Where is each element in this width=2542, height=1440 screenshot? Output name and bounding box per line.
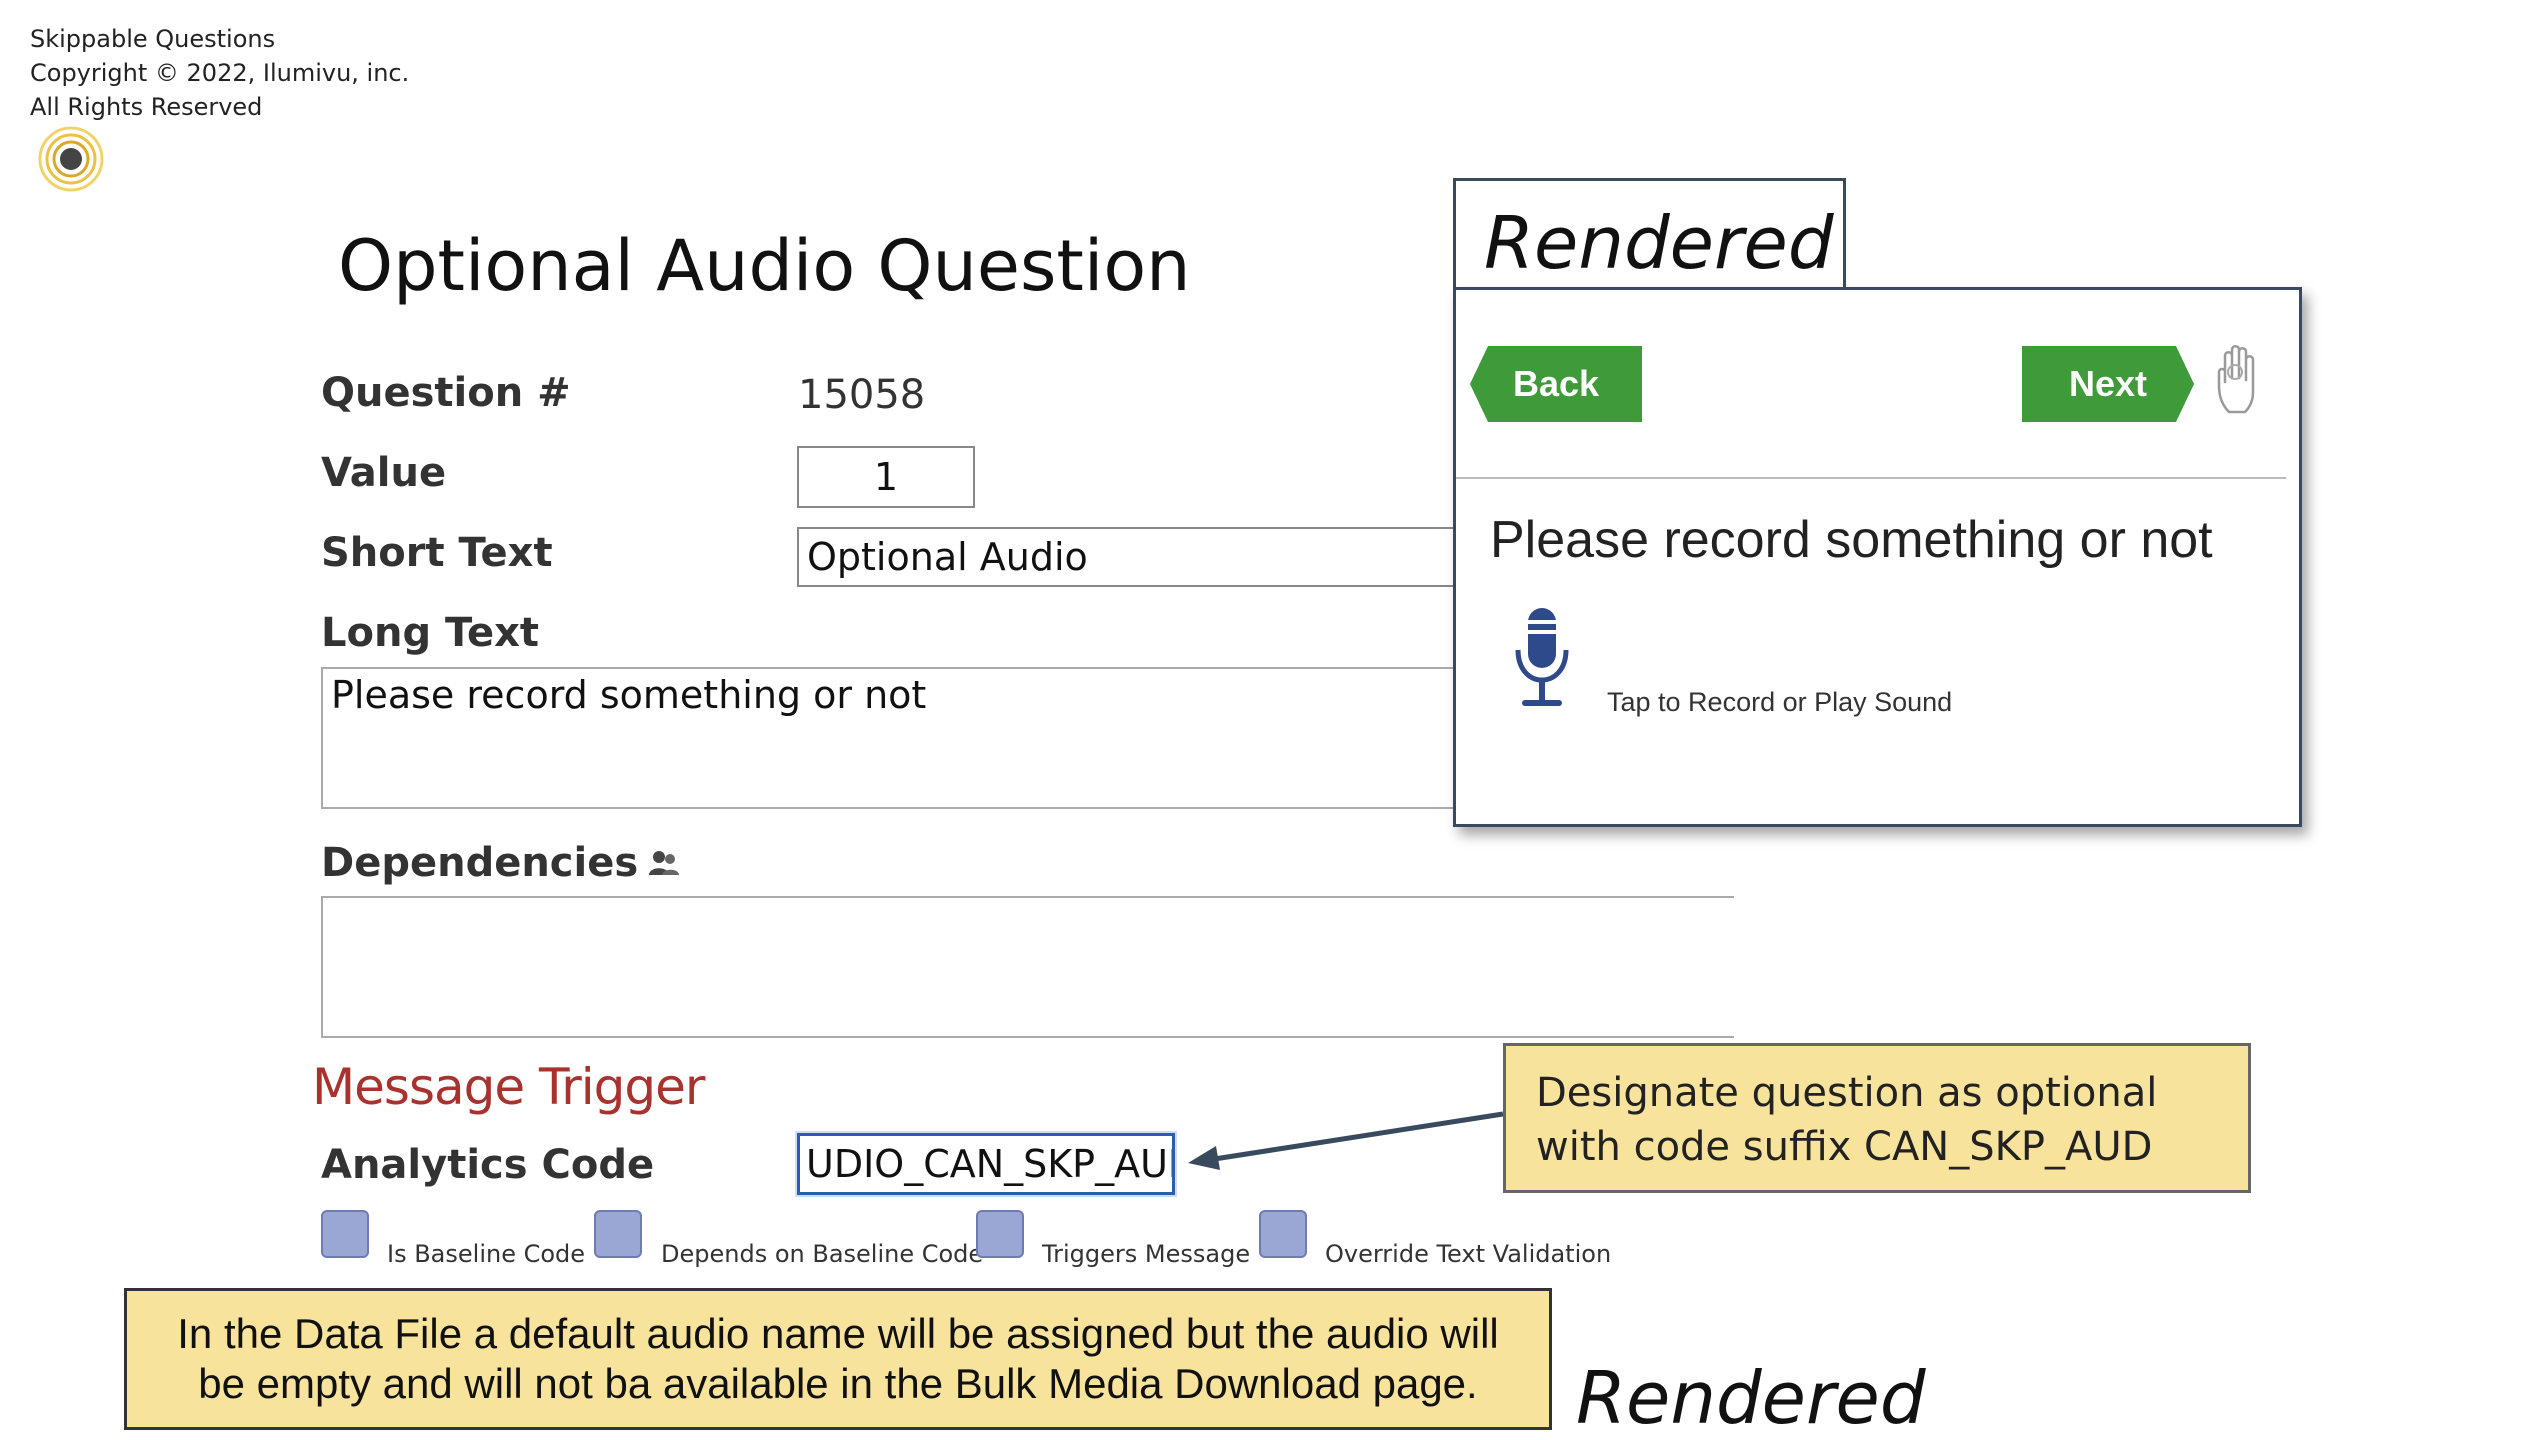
short-text-input[interactable]: Optional Audio	[797, 527, 1457, 587]
ilumivu-logo-icon	[38, 126, 104, 192]
analytics-code-label: Analytics Code	[321, 1142, 655, 1188]
data-file-note-line: In the Data File a default audio name wi…	[177, 1310, 1499, 1357]
checkbox-is-baseline-code[interactable]	[321, 1210, 369, 1258]
dependencies-header: Dependencies	[321, 840, 680, 886]
hand-icon[interactable]	[2213, 342, 2265, 418]
dependencies-textarea[interactable]	[321, 896, 1734, 1038]
question-number-value: 15058	[798, 372, 926, 418]
suffix-note-line: with code suffix CAN_SKP_AUD	[1536, 1124, 2153, 1170]
long-text-label: Long Text	[321, 610, 540, 656]
preview-hint-text: Tap to Record or Play Sound	[1607, 687, 1953, 717]
checkbox-override-text-validation[interactable]	[1259, 1210, 1307, 1258]
callout-arrow	[1188, 1111, 1504, 1170]
data-file-note-line: be empty and will not ba available in th…	[198, 1360, 1478, 1407]
checkbox-label: Is Baseline Code	[387, 1240, 586, 1268]
suffix-note-callout: Designate question as optional with code…	[1503, 1043, 2251, 1193]
dependencies-label: Dependencies	[321, 840, 639, 886]
page-title: Optional Audio Question	[338, 225, 1191, 307]
checkbox-label: Depends on Baseline Code	[661, 1240, 984, 1268]
data-file-note-callout: In the Data File a default audio name wi…	[124, 1288, 1552, 1430]
back-button[interactable]: Back	[1470, 346, 1642, 422]
preview-question-text: Please record something or not	[1490, 511, 2213, 569]
analytics-code-value: UDIO_CAN_SKP_AUD	[806, 1142, 1175, 1186]
checkbox-depends-on-baseline-code[interactable]	[594, 1210, 642, 1258]
next-button[interactable]: Next	[2022, 346, 2194, 422]
rendered-tab-label: Rendered	[1484, 201, 1834, 285]
bottom-rendered-label: Rendered	[1576, 1356, 1926, 1440]
users-icon[interactable]	[648, 849, 680, 877]
suffix-note-line: Designate question as optional	[1536, 1070, 2158, 1116]
rendered-tab: Rendered	[1453, 178, 1846, 290]
header-copyright: Copyright © 2022, Ilumivu, inc.	[30, 59, 410, 87]
long-text-textarea[interactable]: Please record something or not	[321, 667, 1457, 809]
analytics-code-input[interactable]: UDIO_CAN_SKP_AUD	[797, 1133, 1175, 1195]
short-text-label: Short Text	[321, 530, 553, 576]
value-label: Value	[321, 450, 447, 496]
microphone-icon[interactable]	[1512, 606, 1572, 716]
header-title: Skippable Questions	[30, 25, 276, 53]
copyright-block: Skippable Questions Copyright © 2022, Il…	[30, 22, 409, 124]
question-number-label: Question #	[321, 370, 571, 416]
message-trigger-link[interactable]: Message Trigger	[312, 1058, 705, 1116]
checkbox-label: Override Text Validation	[1325, 1240, 1612, 1268]
header-rights: All Rights Reserved	[30, 93, 263, 121]
value-input[interactable]: 1	[797, 446, 975, 508]
rendered-preview-panel: Back Next Please record something or not…	[1453, 287, 2302, 827]
preview-divider	[1456, 477, 2286, 479]
checkbox-label: Triggers Message	[1042, 1240, 1251, 1268]
checkbox-triggers-message[interactable]	[976, 1210, 1024, 1258]
